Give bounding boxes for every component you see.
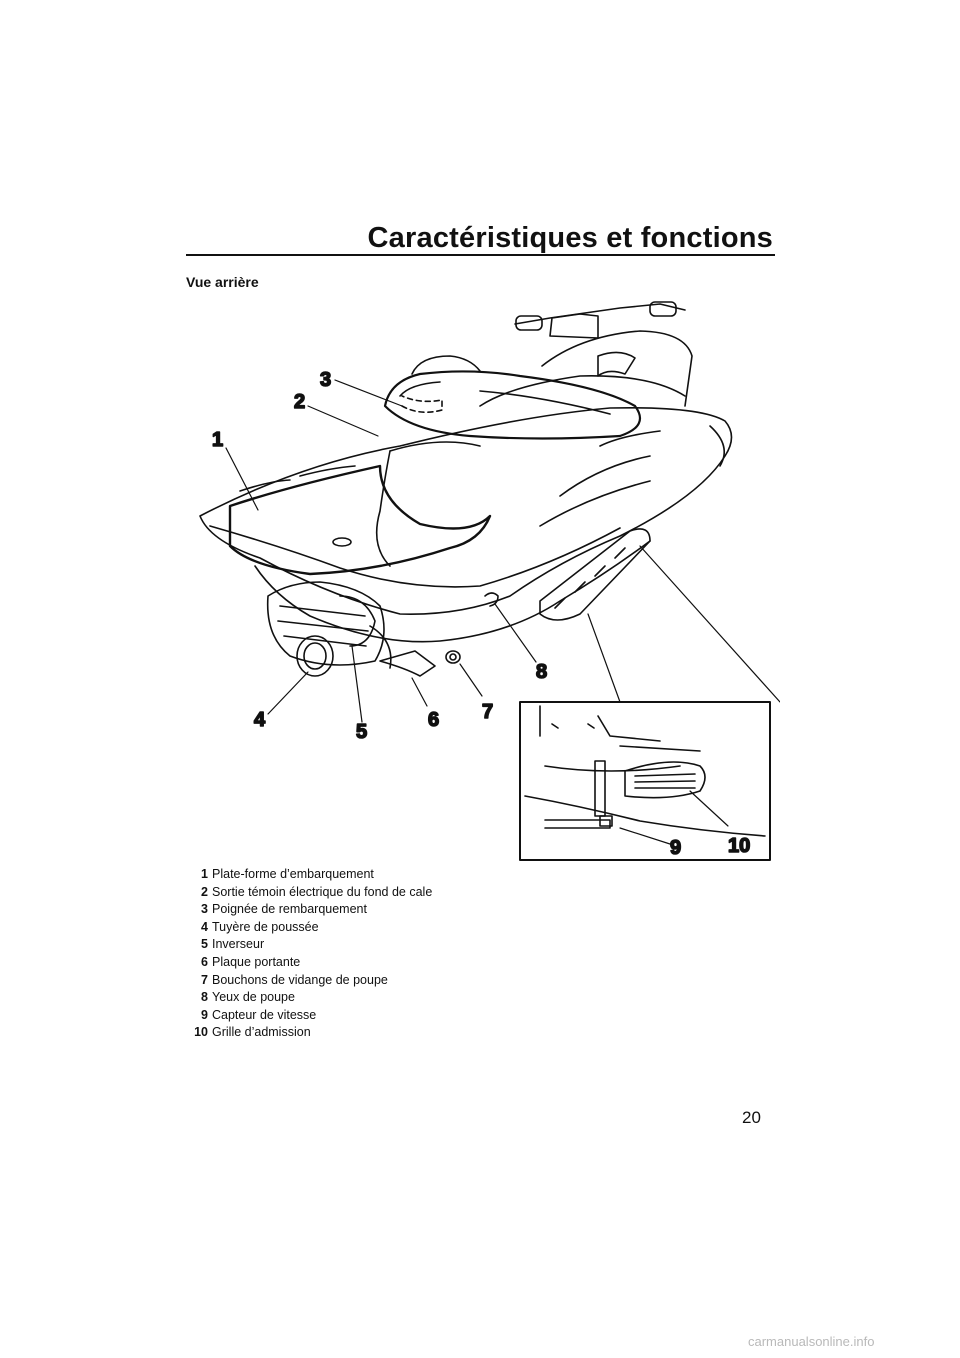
callout-5: 5 [356, 721, 367, 743]
legend-text: Poignée de rembarquement [212, 902, 367, 917]
header-rule [186, 254, 775, 256]
side-rail-drawing [539, 528, 651, 621]
callout-3: 3 [320, 369, 331, 391]
callout-4: 4 [254, 709, 266, 731]
legend-item: 2 Sortie témoin électrique du fond de cal… [186, 884, 432, 902]
legend-item: 5 Inverseur [186, 936, 432, 954]
legend-item: 8 Yeux de poupe [186, 989, 432, 1007]
legend-number: 5 [201, 937, 208, 952]
handlebar-drawing [514, 301, 693, 407]
legend-number: 1 [201, 867, 208, 881]
legend-text: Capteur de vitesse [212, 1007, 317, 1022]
legend-number: 7 [201, 972, 208, 987]
legend-text: Grille d’admission [212, 1025, 311, 1040]
zoom-line-left [587, 613, 621, 703]
boarding-platform-drawing [228, 464, 492, 576]
callout-7: 7 [482, 701, 493, 723]
callout-10: 10 [728, 835, 750, 857]
legend-item: 9 Capteur de vitesse [186, 1007, 432, 1025]
legend-text: Plaque portante [212, 954, 301, 969]
callout-1: 1 [212, 429, 223, 451]
leader-lines [225, 379, 729, 845]
jet-nozzle-drawing [266, 581, 392, 677]
legend-number: 8 [201, 990, 208, 1005]
callout-2: 2 [294, 391, 305, 413]
callout-6: 6 [428, 709, 439, 731]
zoom-line-right [639, 545, 780, 703]
section-title: Vue arrière [186, 274, 259, 290]
seat-drawing [383, 355, 642, 440]
page-number: 20 [742, 1108, 761, 1127]
illustration-svg: 1 2 3 4 5 6 7 8 9 10 [199, 301, 780, 861]
legend-number: 10 [194, 1025, 208, 1040]
inset-detail [519, 701, 771, 861]
legend-text: Yeux de poupe [212, 990, 295, 1005]
page-title: Caractéristiques et fonctions [367, 222, 773, 254]
hull-drawing [199, 375, 733, 643]
callout-8: 8 [536, 661, 547, 683]
legend-text: Bouchons de vidange de poupe [212, 972, 388, 987]
legend-item: 7 Bouchons de vidange de poupe [186, 972, 432, 990]
legend-number: 3 [201, 902, 208, 917]
legend-text: Plate-forme d’embarquement [212, 867, 374, 881]
legend-text: Tuyère de poussée [212, 919, 319, 934]
legend-item: 6 Plaque portante [186, 954, 432, 972]
legend-number: 9 [201, 1007, 208, 1022]
watermark: carmanualsonline.info [748, 1334, 875, 1349]
legend-number: 6 [201, 954, 208, 969]
legend-item: 10 Grille d’admission [186, 1024, 432, 1042]
legend-item: 4 Tuyère de poussée [186, 919, 432, 937]
watercraft-rear-illustration: 1 2 3 4 5 6 7 8 9 10 [180, 296, 780, 866]
callout-9: 9 [670, 837, 681, 859]
legend-text: Sortie témoin électrique du fond de cale [212, 884, 433, 899]
legend-item: 1 Plate-forme d’embarquement [186, 866, 432, 884]
ride-plate-drawing [379, 592, 499, 677]
legend-number: 4 [201, 919, 208, 934]
parts-legend: 1 Plate-forme d’embarquement 2 Sortie témo… [186, 866, 432, 1042]
legend-item: 3 Poignée de rembarquement [186, 901, 432, 919]
legend-text: Inverseur [212, 937, 265, 952]
legend-number: 2 [201, 884, 208, 899]
